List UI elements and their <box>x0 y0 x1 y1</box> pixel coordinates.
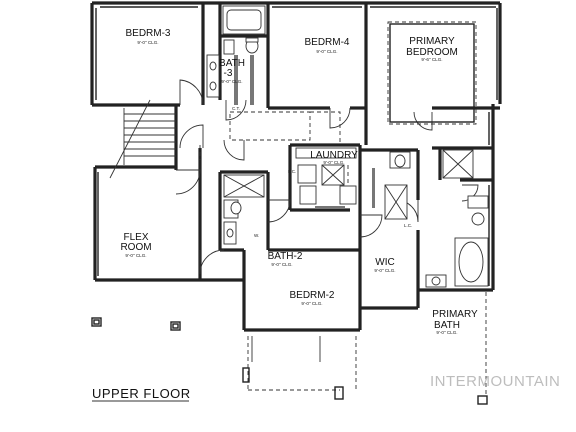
laundry-fixtures <box>295 147 357 209</box>
bath3-ceiling: 9'-0" CLG. <box>221 79 242 84</box>
primary-bedroom-label-1: PRIMARY <box>409 36 455 47</box>
flex-room-label-1: FLEX <box>123 232 148 243</box>
laundry-ceiling: 9'-0" CLG. <box>323 160 344 165</box>
floor-label: UPPER FLOOR <box>92 386 191 401</box>
lower-structure <box>91 292 488 405</box>
primary-bath-fixtures <box>372 149 489 288</box>
primary-bath-label-1: PRIMARY <box>432 309 478 320</box>
bath2-label: BATH-2 <box>268 251 303 262</box>
bedrm3-label: BEDRM-3 <box>125 28 170 39</box>
bath3-fixtures <box>206 5 266 105</box>
linen-closet-2-label: L.C. <box>404 223 412 228</box>
linen-closet-label: L.C. <box>288 169 296 174</box>
window-lines <box>95 6 498 286</box>
bath2-fixtures <box>223 174 265 245</box>
bedrm4-label: BEDRM-4 <box>304 37 349 48</box>
watermark: INTERMOUNTAIN <box>430 373 560 390</box>
wardrobe-label: W. <box>254 233 259 238</box>
bath2-ceiling: 9'-0" CLG. <box>271 262 292 267</box>
wic-label: WIC <box>375 257 394 268</box>
bedrm4-ceiling: 9'-0" CLG. <box>316 49 337 54</box>
primary-bedroom-ceiling: 9'-6" CLG. <box>421 57 442 62</box>
primary-bedroom-label-2: BEDROOM <box>406 47 458 58</box>
stair <box>109 99 176 179</box>
dashed-lines <box>199 111 349 205</box>
bath3-label-2: -3 <box>224 68 233 79</box>
flex-room-ceiling: 9'-0" CLG. <box>125 253 146 258</box>
bedrm3-ceiling: 9'-0" CLG. <box>137 40 158 45</box>
bath3-label-1: BATH <box>219 58 245 69</box>
wic-ceiling: 9'-0" CLG. <box>374 268 395 273</box>
annotations: L.C. L.C. W. C.T. <box>232 106 412 238</box>
flex-room-label-2: ROOM <box>120 242 151 253</box>
room-labels: BEDRM-3 9'-0" CLG. BEDRM-4 9'-0" CLG. PR… <box>120 28 478 335</box>
bedrm2-ceiling: 9'-0" CLG. <box>301 301 322 306</box>
cabinet-label: C.T. <box>232 106 240 111</box>
doors <box>175 79 479 275</box>
exterior-walls <box>90 1 502 332</box>
primary-bath-label-2: BATH <box>434 320 460 331</box>
primary-bath-ceiling: 9'-0" CLG. <box>436 330 457 335</box>
interior-walls <box>92 3 500 308</box>
laundry-label: LAUNDRY <box>310 150 358 161</box>
tray-ceiling <box>387 21 477 125</box>
bedrm2-label: BEDRM-2 <box>289 290 334 301</box>
